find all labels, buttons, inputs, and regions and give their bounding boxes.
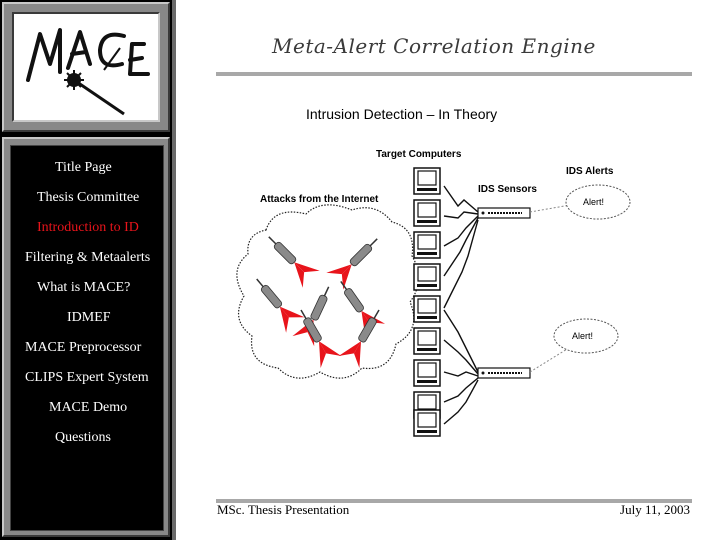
footer-presentation-label: MSc. Thesis Presentation — [217, 502, 349, 518]
attacks-label: Attacks from the Internet — [260, 194, 379, 205]
sidebar-divider — [172, 0, 176, 540]
nav-item-idmef[interactable]: IDMEF — [67, 310, 111, 326]
alert-text: Alert! — [583, 197, 604, 207]
ids-sensor-top — [478, 208, 530, 218]
nav-item-clips-expert-system[interactable]: CLIPS Expert System — [25, 370, 149, 386]
computer-icon — [414, 360, 440, 386]
logo-frame — [2, 2, 170, 132]
target-computers-label: Target Computers — [376, 149, 462, 160]
computer-icon — [414, 168, 440, 194]
mace-logo-graphic — [14, 14, 158, 120]
ids-sensors-label: IDS Sensors — [478, 184, 537, 195]
nav-item-mace-preprocessor[interactable]: MACE Preprocessor — [25, 340, 141, 356]
nav-item-filtering-metaalerts[interactable]: Filtering & Metaalerts — [25, 250, 150, 266]
footer-date: July 11, 2003 — [620, 502, 690, 518]
slide-title: Intrusion Detection – In Theory — [306, 106, 497, 122]
ids-alerts-label: IDS Alerts — [566, 166, 614, 177]
alert-bubble-top: Alert! — [566, 185, 630, 219]
computer-icon — [414, 328, 440, 354]
nav-item-what-is-mace[interactable]: What is MACE? — [37, 280, 130, 296]
header-rule — [216, 72, 692, 76]
header-title: Meta-Alert Correlation Engine — [272, 34, 596, 58]
target-computers — [414, 168, 440, 436]
nav-item-introduction-to-id[interactable]: Introduction to ID — [37, 220, 139, 236]
network-links — [444, 186, 478, 424]
alert-text: Alert! — [572, 331, 593, 341]
alert-bubble-bottom: Alert! — [554, 319, 618, 353]
computer-icon — [414, 264, 440, 290]
nav-item-mace-demo[interactable]: MACE Demo — [49, 400, 127, 416]
computer-icon — [414, 410, 440, 436]
ids-diagram: Target Computers IDS Alerts IDS Sensors … — [226, 140, 636, 450]
nav-item-questions[interactable]: Questions — [55, 430, 111, 446]
computer-icon — [414, 296, 440, 322]
mace-logo — [12, 12, 160, 122]
computer-icon — [414, 232, 440, 258]
nav-item-thesis-committee[interactable]: Thesis Committee — [37, 190, 139, 206]
sidebar: Title Page Thesis Committee Introduction… — [0, 0, 176, 540]
computer-icon — [414, 200, 440, 226]
nav-item-title-page[interactable]: Title Page — [55, 160, 112, 176]
ids-sensor-bottom — [478, 368, 530, 378]
